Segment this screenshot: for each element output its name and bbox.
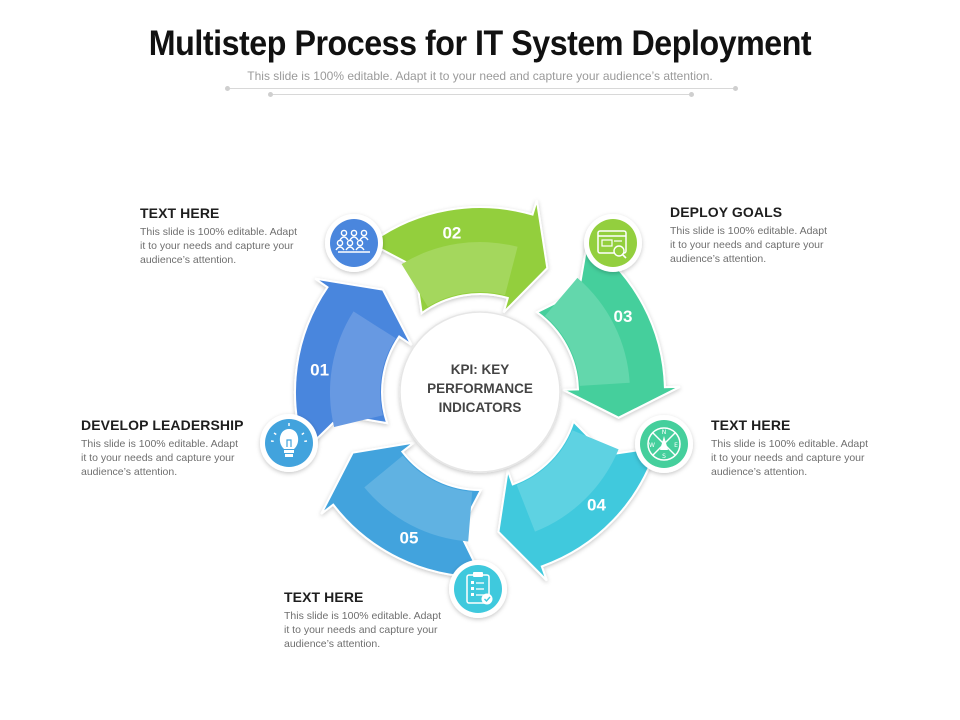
team-icon xyxy=(325,214,383,272)
svg-text:N: N xyxy=(662,429,667,436)
step-01-body: This slide is 100% editable. Adapt it to… xyxy=(140,226,298,266)
svg-text:E: E xyxy=(674,442,678,449)
slide-subtitle: This slide is 100% editable. Adapt it to… xyxy=(247,69,713,83)
step-02-text: DEPLOY GOALS This slide is 100% editable… xyxy=(670,204,845,266)
step-01-heading: TEXT HERE xyxy=(140,205,220,221)
title-divider xyxy=(228,88,736,89)
step-03-text: TEXT HERE This slide is 100% editable. A… xyxy=(711,417,886,479)
web-goals-icon xyxy=(584,214,642,272)
center-label: KPI: KEY PERFORMANCE INDICATORS xyxy=(410,360,550,417)
step-01-arrow-inner-band xyxy=(329,311,396,427)
step-04-heading: TEXT HERE xyxy=(284,589,364,605)
center-label-line-1: KPI: KEY xyxy=(450,362,510,377)
step-03-number: 03 xyxy=(614,307,633,326)
step-03-body: This slide is 100% editable. Adapt it to… xyxy=(711,438,869,478)
step-04-arrow-inner-band xyxy=(516,430,619,532)
center-label-line-3: INDICATORS xyxy=(438,400,522,415)
step-01-number: 01 xyxy=(310,361,329,380)
lightbulb-icon xyxy=(260,414,318,472)
step-02-number: 02 xyxy=(442,224,461,243)
divider-dot-inner-right xyxy=(689,92,694,97)
slide-title: Multistep Process for IT System Deployme… xyxy=(148,24,812,63)
step-05-number: 05 xyxy=(400,529,419,548)
step-02-body: This slide is 100% editable. Adapt it to… xyxy=(670,225,828,265)
step-04-body: This slide is 100% editable. Adapt it to… xyxy=(284,610,442,650)
step-05-text: DEVELOP LEADERSHIP This slide is 100% ed… xyxy=(81,417,256,479)
title-divider-inner xyxy=(270,94,692,95)
step-01-text: TEXT HERE This slide is 100% editable. A… xyxy=(140,205,315,267)
divider-dot-left xyxy=(225,86,230,91)
step-02-heading: DEPLOY GOALS xyxy=(670,204,783,220)
step-04-number: 04 xyxy=(587,496,606,515)
divider-dot-right xyxy=(733,86,738,91)
step-04-text: TEXT HERE This slide is 100% editable. A… xyxy=(284,589,459,651)
step-03-arrow-inner-band xyxy=(544,277,630,386)
clipboard-checklist-icon xyxy=(449,560,507,618)
step-05-arrow-inner-band xyxy=(364,455,473,542)
compass-icon: N SW E xyxy=(635,415,693,473)
step-02-arrow-inner-band xyxy=(401,242,518,307)
center-label-line-2: PERFORMANCE xyxy=(427,381,533,396)
step-05-heading: DEVELOP LEADERSHIP xyxy=(81,417,244,433)
center-circle xyxy=(399,311,561,473)
svg-text:W: W xyxy=(649,442,655,449)
divider-dot-inner-left xyxy=(268,92,273,97)
svg-text:S: S xyxy=(662,453,666,460)
step-05-body: This slide is 100% editable. Adapt it to… xyxy=(81,438,239,478)
step-03-heading: TEXT HERE xyxy=(711,417,791,433)
